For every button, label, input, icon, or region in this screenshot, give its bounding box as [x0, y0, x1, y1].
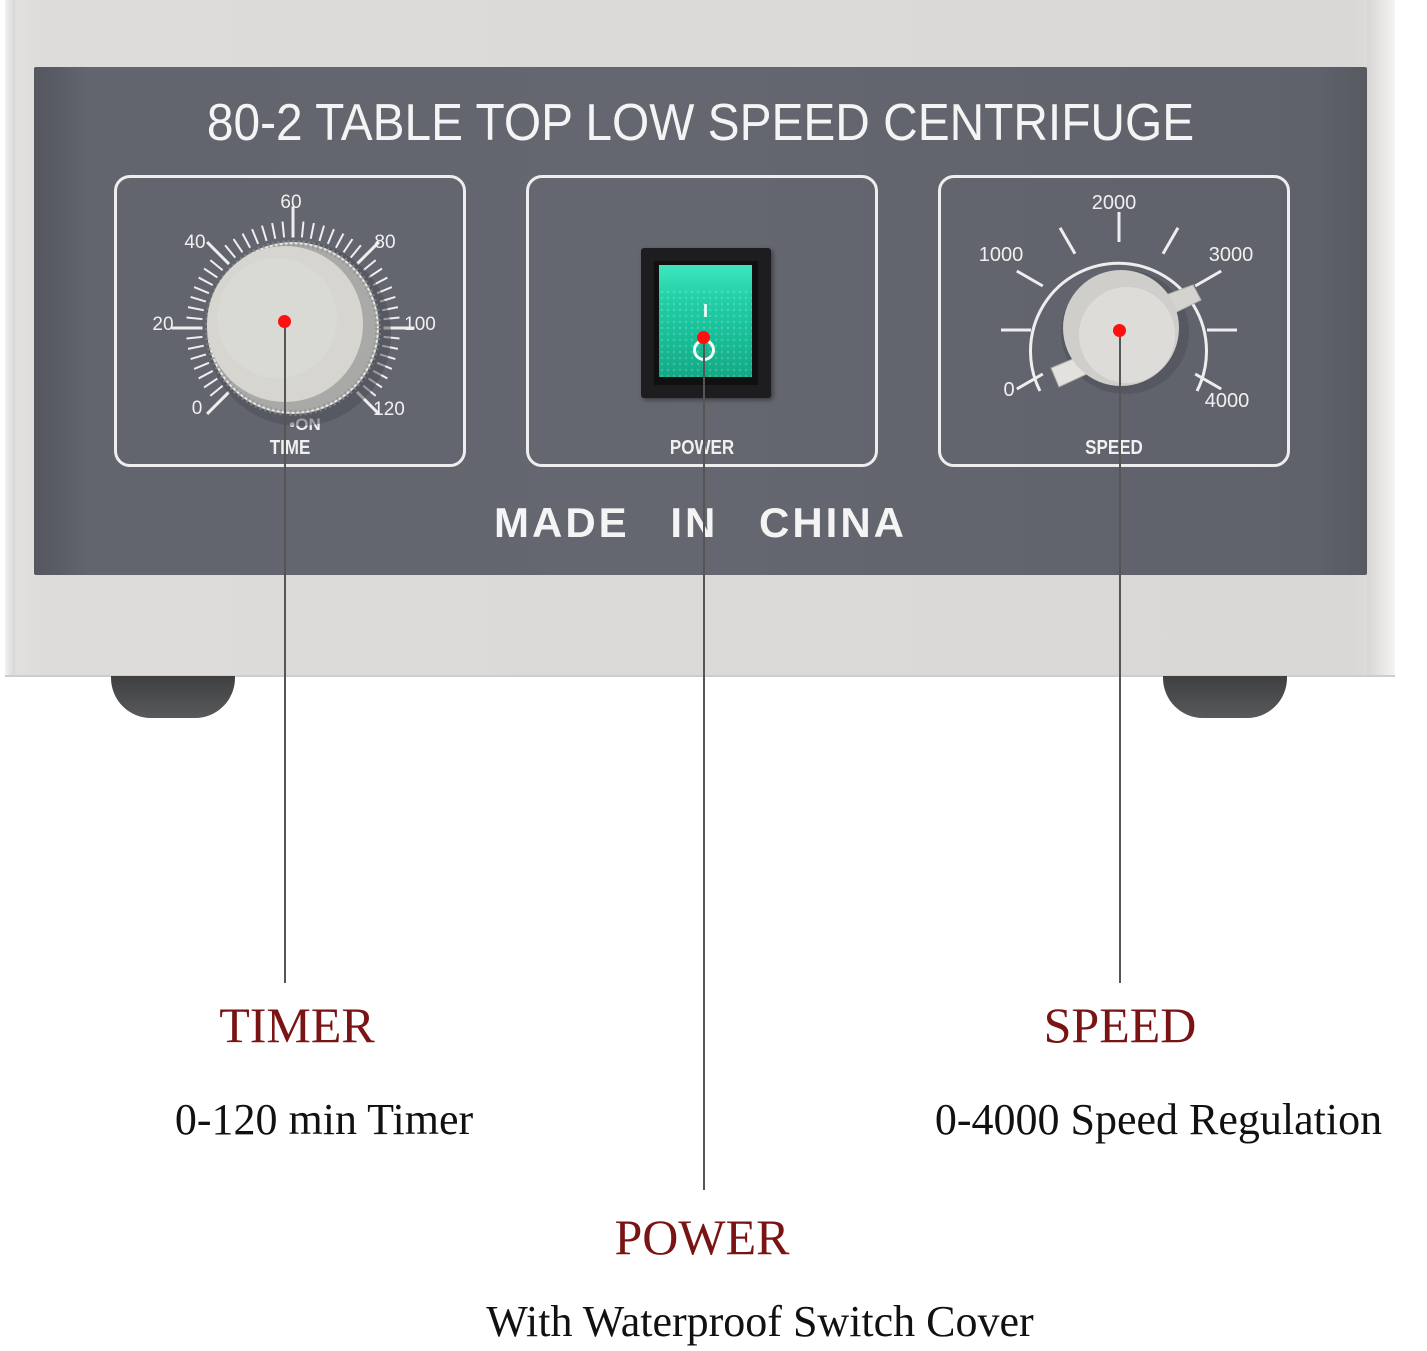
panel-title: 80-2 TABLE TOP LOW SPEED CENTRIFUGE: [206, 94, 1195, 152]
power-leader-line: [703, 337, 705, 1190]
timer-tick-label: 0: [192, 398, 203, 419]
timer-tick-label: 80: [374, 232, 395, 253]
speed-box-label: SPEED: [1085, 437, 1143, 459]
speed-tick-label: 3000: [1209, 244, 1254, 266]
power-rocker-switch[interactable]: I: [654, 261, 758, 385]
timer-tick-label: 60: [280, 192, 301, 213]
timer-tick-label: 40: [184, 232, 205, 253]
speed-leader-line: [1119, 330, 1121, 983]
timer-tick-label: 120: [373, 399, 405, 420]
speed-control-box: 0 1000 2000 3000 4000 SPEED: [938, 175, 1290, 467]
timer-marker-dot: [278, 315, 291, 328]
control-panel: 80-2 TABLE TOP LOW SPEED CENTRIFUGE 0 20…: [34, 67, 1367, 575]
power-marker-dot: [697, 331, 710, 344]
speed-marker-dot: [1113, 324, 1126, 337]
left-foot: [111, 676, 235, 718]
speed-callout-desc: 0-4000 Speed Regulation: [934, 1095, 1383, 1144]
power-control-box: I POWER: [526, 175, 878, 467]
speed-tick-label: 0: [1003, 379, 1014, 401]
speed-scale: 0 1000 2000 3000 4000: [979, 192, 1254, 412]
speed-tick-label: 1000: [979, 244, 1024, 266]
timer-tick-label: 100: [404, 314, 436, 335]
timer-callout-title: TIMER: [219, 997, 375, 1053]
speed-callout-title: SPEED: [1043, 997, 1197, 1053]
right-foot: [1163, 676, 1287, 718]
speed-tick-label: 2000: [1092, 192, 1137, 214]
power-callout-desc: With Waterproof Switch Cover: [486, 1297, 1034, 1346]
speed-arc: [1029, 261, 1208, 392]
speed-tick-label: 4000: [1205, 390, 1250, 412]
power-box-label: POWER: [669, 437, 735, 459]
made-in-label: MADE IN CHINA: [494, 499, 907, 546]
switch-on-symbol: I: [702, 301, 708, 321]
body-right-edge: [1367, 0, 1395, 675]
timer-tick-label: 20: [152, 314, 173, 335]
timer-leader-line: [284, 321, 286, 983]
timer-callout-desc: 0-120 min Timer: [174, 1095, 474, 1144]
timer-box-label: TIME: [269, 437, 311, 459]
power-callout-title: POWER: [614, 1209, 790, 1265]
body-left-edge: [5, 0, 15, 675]
